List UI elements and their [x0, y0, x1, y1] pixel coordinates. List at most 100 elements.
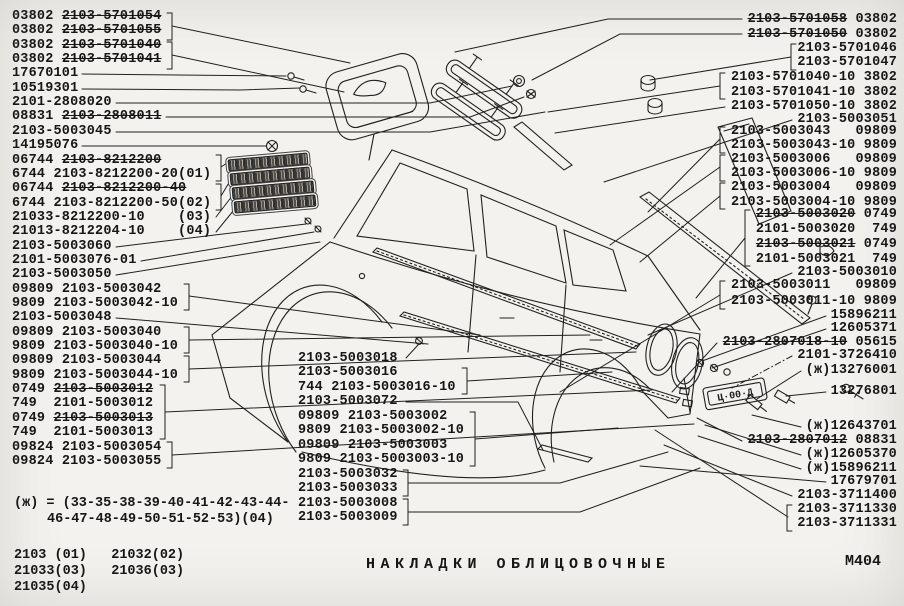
trim-rings [645, 323, 704, 390]
part-number: 2103-5003009 [298, 510, 398, 525]
qty-code: 08831 [847, 433, 897, 448]
qty-code: 9809 [12, 339, 54, 354]
part-number-label: 6744 2103-8212200-50(02) [12, 197, 211, 211]
part-number-label: 2103-5003048 [12, 311, 112, 325]
trim-pad-upper [445, 53, 523, 119]
footnote-line-2: 46-47-48-49-50-51-52-53)(04) [47, 512, 274, 527]
part-number-label: 2103-5003010 [797, 266, 897, 280]
part-number-label: 2103-5701041-10 3802 [731, 86, 897, 100]
part-number-label: 09809 2103-5003044 [12, 354, 161, 368]
qty-code: 3802 [855, 85, 897, 100]
part-number-label: 09809 2103-5003040 [12, 326, 161, 340]
part-number: 2103-5003016-10 [331, 380, 456, 395]
qty-code: (ж) [805, 419, 831, 434]
model-variants-row: 21033(03) 21036(03) [14, 564, 185, 579]
part-number: 2101-2808020 [12, 95, 112, 110]
part-number: 2103-5701047 [797, 55, 897, 70]
qty-code: 9809 [855, 195, 897, 210]
qty-code: 3802 [855, 70, 897, 85]
part-number: 2103-5003040 [61, 325, 162, 340]
part-number: 2103-5003032 [298, 467, 398, 482]
part-number-label: 2103-3711331 [797, 517, 897, 531]
qty-code: 9809 [298, 452, 340, 467]
part-number: 2103-5003050 [12, 267, 112, 282]
part-number-label: (ж)12605370 [806, 448, 897, 462]
part-number: 17670101 [12, 66, 79, 81]
part-number-label: 15896211 [831, 309, 897, 323]
part-number-label: 2103-5701040-10 3802 [731, 71, 897, 85]
qty-code: 9809 [855, 294, 897, 309]
part-number: 21013-8212204-10 [12, 224, 145, 239]
part-number: 2103-5003006 [730, 152, 831, 167]
part-number: 2103-8212200-20(01) [53, 167, 212, 182]
part-number-label: 08831 2103-2808011 [12, 110, 161, 124]
qty-code: (03) [144, 210, 212, 225]
part-number: 2103-5003040-10 [53, 339, 179, 354]
part-number: 2103-5003002-10 [339, 423, 465, 438]
part-number-label: 2103-5003050 [12, 268, 112, 282]
part-number: 2103-5701058 [747, 12, 848, 27]
part-number-label: 2103-2807012 08831 [748, 434, 897, 448]
part-number-label: 2103-5003033 [298, 482, 398, 496]
part-number: 2101-5003020 [755, 222, 856, 237]
part-number: 2101-5003012 [53, 396, 154, 411]
qty-code: 9809 [298, 423, 340, 438]
part-number: 2103-5003013 [53, 411, 154, 426]
qty-code: 9809 [855, 138, 897, 153]
part-number: 2103-5701050 [747, 27, 848, 42]
part-number-label: (ж)12643701 [806, 420, 897, 434]
part-number: 2101-5003013 [53, 425, 154, 440]
qty-code: 749 [855, 222, 897, 237]
part-number: 2103-5003012 [53, 382, 154, 397]
part-number: 2103-5003043-10 [730, 138, 856, 153]
part-number-label: (ж)13276001 [806, 364, 897, 378]
flat-bracket-panel [717, 117, 792, 225]
qty-code: (04) [144, 224, 212, 239]
qty-code: 08831 [12, 109, 62, 124]
part-number: 2103-5003011-10 [730, 294, 856, 309]
part-number: 2103-2807012 [747, 433, 848, 448]
part-number-label: 2101-5003021 749 [756, 253, 897, 267]
part-number-label: 2103-5003020 0749 [756, 208, 897, 222]
part-number: 2101-5003021 [755, 252, 856, 267]
part-number-label: 9809 2103-5003044-10 [12, 369, 178, 383]
part-number: 2103-5003033 [298, 481, 398, 496]
qty-code: 3802 [855, 99, 897, 114]
trim-pad-lower [430, 78, 506, 141]
part-number-label: 2103-5003051 [797, 113, 897, 127]
part-number: 2103-5003054 [61, 440, 162, 455]
part-number-label: 749 2101-5003012 [12, 397, 153, 411]
part-number: 13276801 [830, 384, 897, 399]
part-number: 2103-5003002 [347, 409, 448, 424]
part-number-label: 2101-5003076-01 [12, 254, 137, 268]
model-variants-row: 21035(04) [14, 580, 87, 595]
qty-code: 09809 [298, 409, 348, 424]
part-number-label: 17679701 [831, 475, 897, 489]
part-number: 2103-5003011 [730, 278, 831, 293]
part-number: 2103-5701041 [61, 52, 162, 67]
part-number: 2103-5003055 [61, 454, 162, 469]
part-number: 15896211 [830, 461, 897, 476]
part-number: 2103-5003003 [347, 438, 448, 453]
part-number: 14195076 [12, 138, 79, 153]
part-number-label: 2103-5003072 [298, 395, 398, 409]
qty-code: 09809 [830, 278, 897, 293]
part-number-label: 2103-5003008 [298, 497, 398, 511]
part-number: 2103-5003008 [298, 496, 398, 511]
part-number: 2103-5701050-10 [730, 99, 856, 114]
part-number: 13276001 [830, 363, 897, 378]
part-number: 2103-5701055 [61, 23, 162, 38]
qty-code: 03802 [12, 52, 62, 67]
part-number-label: 2103-5003018 [298, 352, 398, 366]
page-code: М404 [845, 553, 882, 570]
qty-code: 749 [12, 396, 54, 411]
qty-code: 09809 [12, 353, 62, 368]
part-number-label: 06744 2103-8212200-40 [12, 182, 186, 196]
part-number: 2103-5003003-10 [339, 452, 465, 467]
part-number: 2103-3711330 [797, 502, 897, 517]
part-number-label: 09809 2103-5003042 [12, 283, 161, 297]
qty-code: 05615 [847, 335, 897, 350]
part-number-label: 9809 2103-5003003-10 [298, 453, 464, 467]
part-number-label: 09824 2103-5003055 [12, 455, 161, 469]
